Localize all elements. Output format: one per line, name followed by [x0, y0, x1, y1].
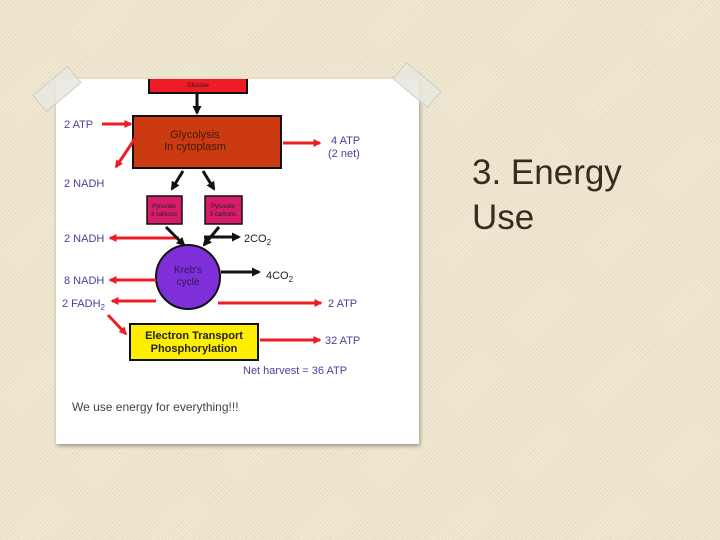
electron-transport-box — [129, 323, 259, 361]
label-2-net: (2 net) — [328, 148, 360, 160]
arrow-2-nadh-glycolysis — [114, 136, 138, 169]
cellular-respiration-diagram: Glucose Glycolysis In cytoplasm 2 ATP 2 … — [62, 79, 360, 377]
label-2-co2: 2CO2 — [244, 233, 272, 247]
label-32-atp: 32 ATP — [325, 335, 360, 347]
krebs-label-line2: cycle — [177, 277, 200, 288]
label-2-nadh-pyruvate: 2 NADH — [64, 233, 104, 245]
label-4-atp: 4 ATP — [331, 135, 360, 147]
label-8-nadh: 8 NADH — [64, 275, 104, 287]
glycolysis-label-line2: In cytoplasm — [164, 141, 226, 153]
pyruvate-box-left — [146, 195, 183, 225]
arrow-to-pyruvate-left — [170, 170, 185, 191]
arrow-into-etc — [106, 313, 128, 336]
slide-title-line1: 3. Energy — [472, 153, 622, 192]
label-2-atp-krebs: 2 ATP — [328, 298, 357, 310]
diagram-caption: We use energy for everything!!! — [72, 400, 239, 414]
net-harvest-label: Net harvest = 36 ATP — [243, 365, 347, 377]
label-4-co2: 4CO2 — [266, 270, 294, 284]
pyruvate-box-right — [204, 195, 243, 225]
glycolysis-box — [132, 115, 282, 169]
slide-title: 3. Energy Use — [472, 150, 702, 240]
label-2-fadh2: 2 FADH2 — [62, 298, 106, 312]
arrow-to-pyruvate-right — [201, 170, 216, 191]
pyruvate-right-carbons: 3 carbons — [210, 212, 236, 218]
glucose-label: Glucose — [187, 83, 210, 89]
krebs-label-line1: Kreb's — [174, 265, 202, 276]
arrow-pyruvate-left-to-krebs — [164, 225, 186, 247]
pyruvate-right-label: Pyruvate — [211, 204, 235, 210]
label-2-nadh-glycolysis: 2 NADH — [64, 178, 104, 190]
krebs-cycle-circle — [155, 244, 221, 310]
etc-label-line1: Electron Transport — [145, 330, 243, 342]
glycolysis-label-line1: Glycolysis — [170, 129, 220, 141]
etc-label-line2: Phosphorylation — [151, 343, 238, 355]
pyruvate-left-carbons: 3 carbons — [151, 212, 177, 218]
diagram-photo-frame: Glucose Glycolysis In cytoplasm 2 ATP 2 … — [56, 79, 419, 444]
label-2-atp-in: 2 ATP — [64, 119, 93, 131]
pyruvate-left-label: Pyruvate — [152, 204, 176, 210]
slide-title-line2: Use — [472, 198, 535, 237]
